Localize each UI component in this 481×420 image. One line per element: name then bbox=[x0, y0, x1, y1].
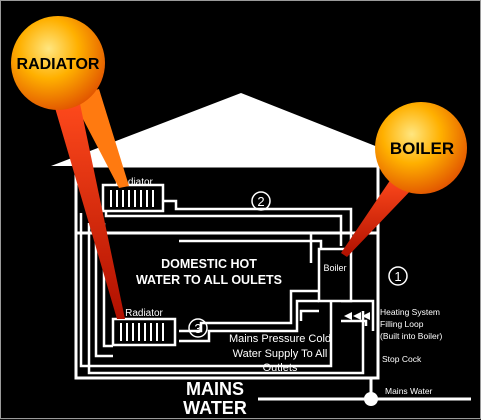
radiator-upstairs bbox=[101, 183, 165, 213]
radiator-callout-pointer-upper bbox=[71, 89, 129, 188]
domestic-hot-water-label-1: DOMESTIC HOT bbox=[161, 257, 257, 271]
stop-cock-label: Stop Cock bbox=[382, 354, 422, 364]
pipework bbox=[79, 199, 375, 375]
filling-loop-label-2: Filling Loop bbox=[380, 319, 424, 329]
radiator-callout-bubble bbox=[11, 16, 105, 110]
mains-water-small-label: Mains Water bbox=[385, 386, 433, 396]
domestic-hot-water-label-2: WATER TO ALL OULETS bbox=[136, 273, 282, 287]
boiler-unit-label: Boiler bbox=[323, 263, 346, 273]
marker-1: 1 bbox=[388, 266, 408, 286]
radiator-callout-pointer-lower bbox=[53, 99, 125, 319]
house-walls bbox=[74, 164, 380, 380]
marker-3: 3 bbox=[188, 318, 208, 338]
radiator-downstairs-label: Radiator bbox=[125, 308, 163, 319]
boiler-callout-bubble bbox=[375, 102, 467, 194]
house-roof bbox=[51, 93, 426, 166]
mains-cold-label-2: Water Supply To All bbox=[233, 348, 328, 360]
filling-loop-arrows bbox=[344, 312, 370, 320]
svg-text:1: 1 bbox=[394, 269, 401, 284]
stop-cock-valve bbox=[364, 392, 378, 406]
radiator-callout-label: RADIATOR bbox=[17, 56, 100, 73]
svg-text:3: 3 bbox=[194, 321, 201, 336]
boiler-callout-label: BOILER bbox=[390, 139, 454, 158]
filling-loop-label-1: Heating System bbox=[380, 307, 440, 317]
boiler-unit bbox=[317, 247, 353, 303]
radiator-upstairs-label: Radiator bbox=[115, 177, 153, 188]
marker-2: 2 bbox=[251, 191, 271, 211]
mains-water-big-label-1: MAINS bbox=[186, 379, 244, 399]
radiator-downstairs bbox=[111, 317, 177, 347]
filling-loop-label-3: (Built into Boiler) bbox=[380, 331, 443, 341]
mains-water-big-label-2: WATER bbox=[183, 398, 247, 418]
svg-text:2: 2 bbox=[257, 194, 264, 209]
boiler-callout-pointer bbox=[341, 176, 415, 257]
mains-cold-label-3: Outlets bbox=[263, 362, 298, 374]
mains-cold-label-1: Mains Pressure Cold bbox=[229, 333, 331, 345]
